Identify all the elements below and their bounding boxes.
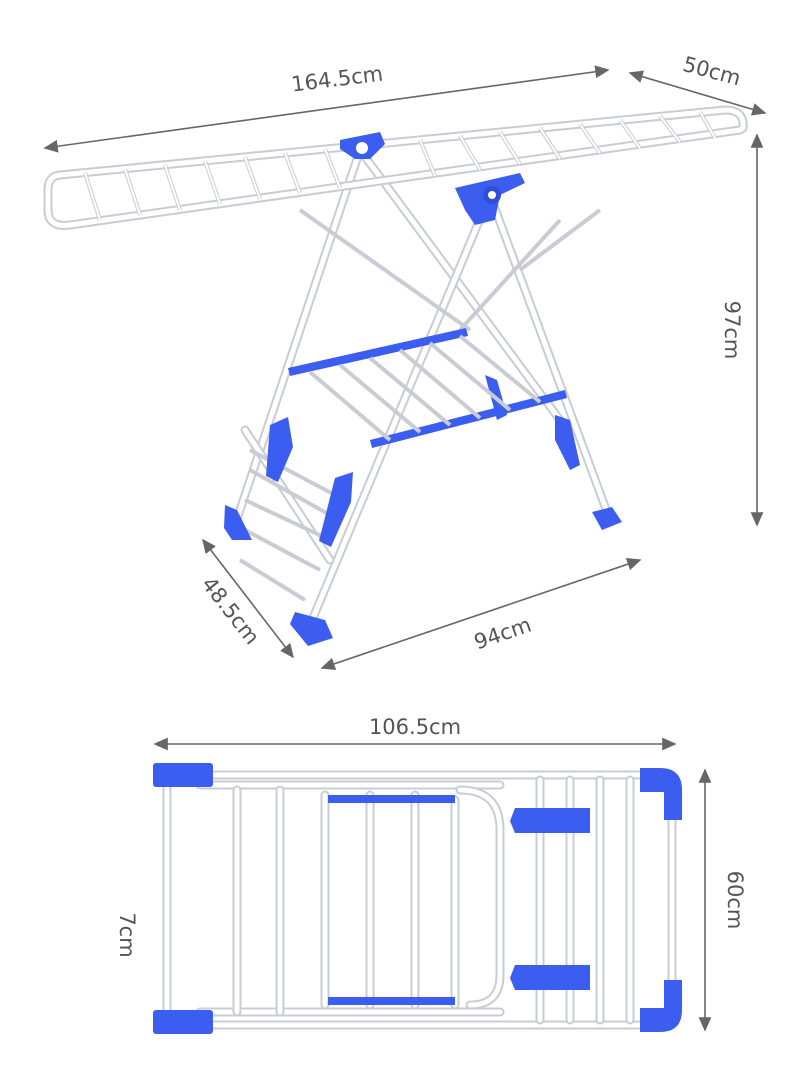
hinge-joint-front xyxy=(455,173,525,225)
label-height: 97cm xyxy=(720,301,744,360)
folded-shelf-bar-top xyxy=(328,795,455,803)
clothes-clips xyxy=(510,808,590,990)
label-folded-width: 60cm xyxy=(723,871,747,930)
rack-legs xyxy=(230,145,615,630)
middle-shelf xyxy=(288,328,567,448)
folded-shelf-bar-bottom xyxy=(328,997,455,1005)
label-top-width: 50cm xyxy=(680,52,743,90)
folded-slats xyxy=(232,775,635,1025)
folded-rack-illustration xyxy=(153,763,682,1034)
label-base-length: 94cm xyxy=(471,612,534,654)
label-folded-thickness: 7cm xyxy=(115,912,139,957)
dimension-arrows xyxy=(43,65,767,1032)
hinge-joint-back xyxy=(340,132,385,159)
label-open-length: 164.5cm xyxy=(290,62,384,97)
blue-corner-caps xyxy=(153,763,682,1034)
label-folded-length: 106.5cm xyxy=(369,715,461,739)
label-wing-depth: 48.5cm xyxy=(197,572,264,649)
open-rack-illustration xyxy=(43,105,748,646)
top-shelf xyxy=(43,105,748,230)
